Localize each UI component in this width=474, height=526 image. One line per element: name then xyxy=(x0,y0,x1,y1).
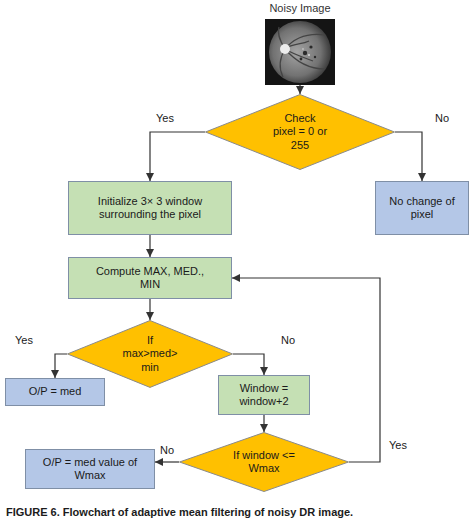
flow-arrow xyxy=(150,132,205,181)
node-text: Compute MAX, MED., MIN xyxy=(90,265,210,291)
decision-diamond: Check pixel = 0 or 255 xyxy=(205,94,395,170)
branch-label: Yes xyxy=(154,112,176,125)
node-text: If max>med> min xyxy=(122,334,178,374)
branch-label: No xyxy=(433,112,451,125)
decision-diamond: If window <= Wmax xyxy=(179,432,349,492)
flow-arrow xyxy=(149,299,150,320)
node-text: Window = window+2 xyxy=(227,382,301,408)
node-text: O/P = med xyxy=(29,385,82,398)
node-text: No change of pixel xyxy=(382,195,462,221)
branch-label: No xyxy=(279,334,297,347)
node-text: Initialize 3× 3 window surrounding the p… xyxy=(97,195,203,221)
node-text: O/P = med value of Wmax xyxy=(34,456,146,482)
flow-arrow xyxy=(232,278,380,462)
flow-arrow xyxy=(233,354,264,375)
retina-vessels xyxy=(278,27,325,77)
image-heading: Noisy Image xyxy=(269,2,330,15)
flow-arrow xyxy=(149,235,150,257)
branch-label: No xyxy=(158,444,176,457)
process-box: Window = window+2 xyxy=(218,375,310,415)
flow-arrow xyxy=(299,85,300,94)
node-text: If window <= Wmax xyxy=(233,449,295,475)
output-box: O/P = med xyxy=(5,378,105,406)
retina-disc xyxy=(269,21,331,83)
branch-label: Yes xyxy=(387,439,409,452)
flow-arrow xyxy=(395,132,422,181)
optic-disc xyxy=(280,44,290,54)
process-box: Initialize 3× 3 window surrounding the p… xyxy=(68,181,232,235)
diamond-shape xyxy=(206,95,395,170)
output-box: O/P = med value of Wmax xyxy=(25,449,155,489)
retina-lesions xyxy=(300,45,317,60)
input-image: Noisy Image xyxy=(265,19,335,85)
figure-caption: FIGURE 6. Flowchart of adaptive mean fil… xyxy=(6,506,353,518)
process-box: Compute MAX, MED., MIN xyxy=(68,257,232,299)
diamond-shape xyxy=(180,433,349,492)
flow-arrow xyxy=(155,461,179,462)
flow-arrow xyxy=(263,415,264,432)
flow-arrow xyxy=(55,354,67,378)
node-text: Check pixel = 0 or 255 xyxy=(272,112,328,152)
photo-ground xyxy=(265,19,335,85)
output-box: No change of pixel xyxy=(375,181,469,235)
fundus-photo xyxy=(265,19,335,85)
retina-exudates xyxy=(302,48,310,56)
branch-label: Yes xyxy=(13,334,35,347)
